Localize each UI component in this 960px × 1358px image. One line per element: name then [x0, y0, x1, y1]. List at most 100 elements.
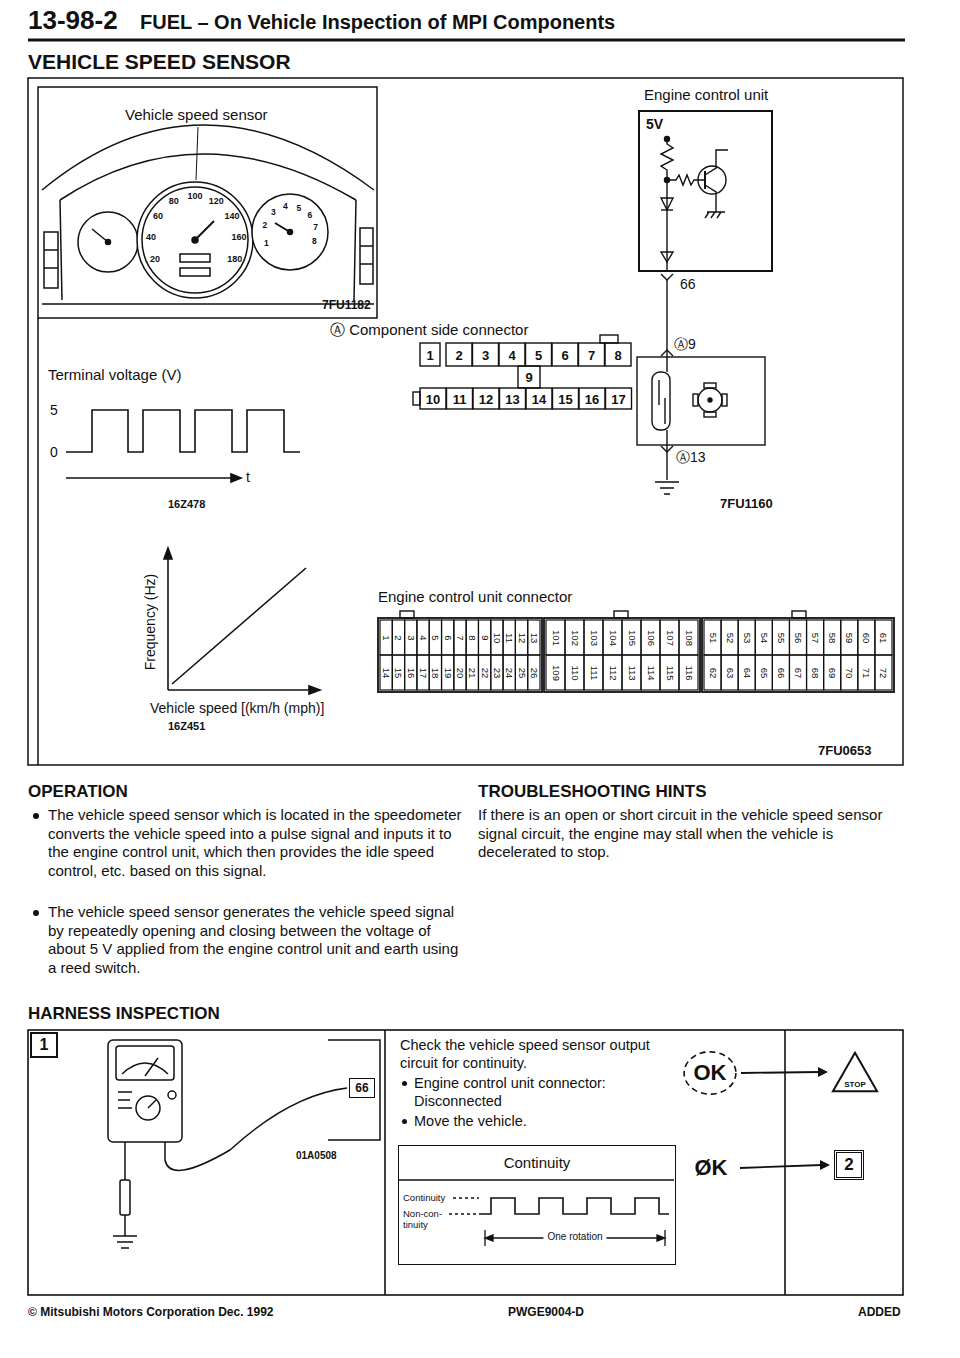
terminal-number: 66	[680, 276, 696, 292]
connector-cavity	[380, 655, 392, 690]
figure-frame	[28, 78, 903, 765]
dashboard-illustration	[360, 245, 373, 247]
pin-number: 52	[725, 632, 735, 643]
sensor-wiring	[637, 274, 765, 494]
tachometer-scale: 6	[308, 211, 313, 220]
connector-cavity	[392, 620, 404, 655]
connector-cavity	[447, 388, 473, 409]
connector-cavity	[552, 343, 578, 366]
connector-title: Ⓐ Component side connector	[330, 321, 528, 338]
pin-number: 4	[508, 348, 515, 361]
connector-cavity	[841, 620, 858, 655]
pin-number: 103	[589, 630, 599, 646]
connector-cavity	[641, 620, 660, 655]
connector-cavity	[584, 655, 603, 690]
pin-number: 56	[793, 632, 803, 643]
connector-cavity	[772, 655, 789, 690]
pin-number: 102	[570, 630, 580, 646]
connector-cavity	[721, 655, 738, 690]
pin-number: 53	[742, 632, 752, 643]
connector-cavity	[565, 655, 584, 690]
flow-arrow	[741, 1067, 828, 1077]
pin-number: 22	[480, 667, 490, 678]
connector-key-tabs	[600, 335, 618, 343]
pin-number: 17	[611, 392, 625, 405]
connector-cavity	[603, 655, 622, 690]
continuity-chart-box: ContinuityContinuityNon-con- tinuityOne …	[398, 1145, 676, 1265]
next-step-box: 2	[834, 1150, 864, 1180]
connector-cavity	[565, 620, 584, 655]
circuit-tester-illustration	[120, 1180, 130, 1215]
connector-cavity	[526, 343, 552, 366]
speedometer-scale: 120	[209, 197, 224, 206]
tachometer-scale: 8	[312, 237, 317, 246]
pin-number: 7	[588, 348, 595, 361]
axis-value: 5	[50, 402, 58, 418]
pin-number: 24	[504, 667, 514, 678]
sensor-wiring	[661, 274, 673, 280]
flow-arrow	[741, 1072, 820, 1073]
connector-title: Engine control unit connector	[378, 588, 572, 605]
figure-frame	[37, 318, 39, 765]
connector-cavity	[454, 620, 466, 655]
pin-number: 23	[492, 667, 502, 678]
dashboard-illustration	[196, 127, 198, 180]
circuit-tester-illustration	[118, 1099, 130, 1101]
circuit-tester-illustration	[122, 1063, 168, 1074]
control-unit-circuit	[705, 212, 725, 218]
axis-label: Terminal voltage (V)	[48, 366, 181, 383]
figure-frame	[38, 87, 377, 318]
pin-number: 106	[646, 630, 656, 646]
circuit-tester-illustration	[328, 1040, 380, 1140]
pin-number: 15	[394, 667, 404, 678]
connector-cavity	[491, 620, 503, 655]
connector-cavity	[622, 620, 641, 655]
connector-cavity	[660, 655, 679, 690]
dashboard-illustration	[288, 230, 293, 235]
pin-number: 21	[468, 667, 478, 678]
component-connector	[420, 343, 632, 409]
pin-number: 105	[627, 630, 637, 646]
frequency-graph	[172, 568, 306, 684]
pin-number: 12	[517, 632, 527, 643]
sensor-wiring	[637, 357, 765, 445]
pin-number: 64	[742, 667, 752, 678]
circuit-tester-illustration	[118, 1091, 132, 1093]
pin-number: 61	[879, 632, 889, 643]
connector-cavity	[738, 655, 755, 690]
body-text: The vehicle speed sensor generates the v…	[30, 903, 470, 977]
node-text: 5V	[646, 116, 663, 132]
pulse-waveform	[66, 410, 300, 452]
pin-number: 70	[845, 667, 855, 678]
speedometer-scale: 180	[227, 254, 242, 263]
dashboard-illustration	[360, 263, 373, 265]
tachometer-scale: 5	[297, 203, 302, 212]
connector-cavity	[500, 388, 526, 409]
connector-cavity	[546, 655, 565, 690]
connector-cavity	[446, 343, 472, 366]
sensor-wiring	[659, 380, 665, 424]
node-text: Continuity	[403, 1192, 445, 1203]
connector-cavity	[721, 620, 738, 655]
dashboard-illustration	[44, 249, 58, 251]
dashboard-illustration	[360, 228, 373, 284]
pin-number: 115	[665, 665, 675, 680]
connector-cavity	[420, 388, 446, 409]
connector-cavity	[380, 620, 392, 655]
connector-cavity	[473, 388, 499, 409]
connector-cavity	[553, 388, 579, 409]
footer-text: © Mitsubishi Motors Corporation Dec. 199…	[28, 1306, 274, 1320]
pin-number: 54	[759, 632, 769, 643]
connector-cavity	[442, 620, 454, 655]
connector-cavity	[405, 655, 417, 690]
connector-cavity	[454, 655, 466, 690]
connector-cavity	[518, 366, 540, 388]
flow-arrow	[818, 1067, 828, 1077]
connector-key-tabs	[413, 392, 420, 405]
connector-cavity	[503, 655, 515, 690]
connector-cavity	[660, 620, 679, 655]
dashboard-illustration	[42, 125, 374, 190]
connector-cavity	[528, 620, 540, 655]
frequency-graph	[167, 558, 169, 690]
